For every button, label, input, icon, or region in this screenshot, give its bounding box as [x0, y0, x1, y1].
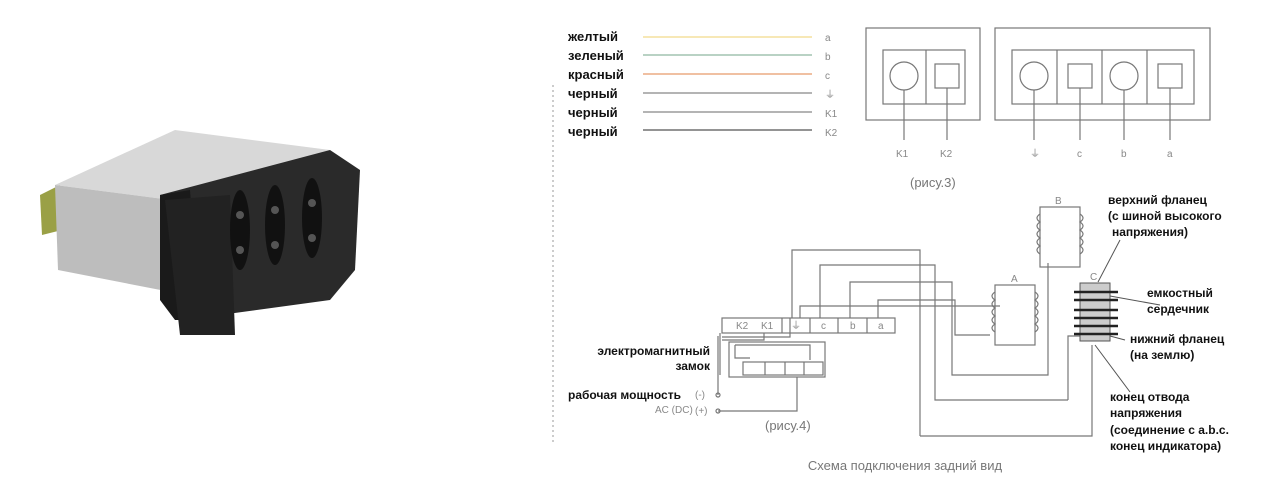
core-label: C: [1090, 272, 1097, 283]
figure-3: K1 K2 ⏚ c b a (рису.3): [865, 27, 1211, 190]
power-type: AC (DC): [655, 405, 693, 416]
terminal-b: b: [850, 321, 856, 332]
annotations: верхний фланец (с шиной высокого напряже…: [1108, 193, 1229, 453]
lower-flange-label: (на землю): [1130, 348, 1194, 362]
terminal-label: c: [825, 71, 830, 82]
insulator-b-label: B: [1055, 196, 1062, 207]
upper-flange-label: напряжения): [1112, 225, 1188, 239]
terminal-label: a: [825, 33, 831, 44]
terminal-label: K1: [825, 109, 838, 120]
insulator-b: [1039, 206, 1081, 268]
tap-end-label: (соединение с a.b.c.: [1110, 423, 1229, 437]
fig3-label: K2: [940, 149, 953, 160]
fig3-label: c: [1077, 149, 1082, 160]
tap-end-label: конец индикатора): [1110, 439, 1221, 453]
terminal-k1: K1: [761, 321, 774, 332]
tap-end-label: конец отвода: [1110, 390, 1190, 404]
terminal-label: ⏚: [825, 89, 835, 101]
power-minus: (-): [695, 390, 705, 401]
product-image: [40, 130, 360, 335]
legend-label: зеленый: [568, 48, 624, 63]
legend-label: черный: [568, 86, 618, 101]
electromagnetic-lock: [728, 341, 826, 378]
upper-flange-label: верхний фланец: [1108, 193, 1207, 207]
fig4-caption: (рису.4): [765, 418, 811, 433]
fig3-caption: (рису.3): [910, 175, 956, 190]
terminal-label: K2: [825, 128, 838, 139]
diagram-caption: Схема подключения задний вид: [808, 458, 1003, 473]
terminal-c: c: [821, 321, 826, 332]
insulator-a: [994, 284, 1036, 346]
legend-label: черный: [568, 124, 618, 139]
figure-4: K2 K1 ⏚ c b a электромагнитный замок раб…: [568, 196, 1161, 437]
capacitive-core: C: [1074, 272, 1118, 342]
upper-flange-label: (с шиной высокого: [1108, 209, 1222, 223]
core-annotation: сердечник: [1147, 302, 1210, 316]
terminal-ground: ⏚: [791, 320, 801, 332]
legend-label: черный: [568, 105, 618, 120]
terminal-k2: K2: [736, 321, 749, 332]
fig3-label: a: [1167, 149, 1173, 160]
fig3-label: ⏚: [1030, 148, 1040, 160]
fig3-label: K1: [896, 149, 909, 160]
core-annotation: емкостный: [1147, 286, 1213, 300]
power-plus: (+): [695, 406, 708, 417]
fig3-label: b: [1121, 149, 1127, 160]
terminal-a: a: [878, 321, 884, 332]
wire-legend: желтый зеленый красный черный черный чер…: [567, 29, 838, 139]
legend-label: красный: [568, 67, 624, 82]
legend-label: желтый: [567, 29, 618, 44]
tap-end-label: напряжения: [1110, 406, 1182, 420]
terminal-label: b: [825, 52, 831, 63]
lock-label: замок: [675, 359, 711, 373]
insulator-a-label: A: [1011, 274, 1018, 285]
lower-flange-label: нижний фланец: [1130, 332, 1225, 346]
power-label: рабочая мощность: [568, 388, 681, 402]
lock-label: электромагнитный: [597, 344, 710, 358]
